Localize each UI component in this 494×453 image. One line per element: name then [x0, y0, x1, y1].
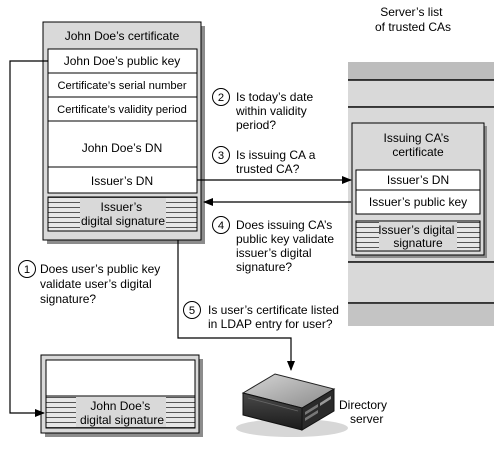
numbered-circle-icon [18, 260, 36, 278]
step-5-question: Is user’s certificate listed in LDAP ent… [208, 303, 342, 331]
issuing-ca-certificate: Issuing CA’s certificate Issuer’s DN Iss… [351, 122, 487, 258]
step-3: 3 Is issuing CA a trusted CA? [212, 146, 319, 176]
svg-text:4: 4 [218, 220, 224, 232]
numbered-circle-icon [183, 301, 201, 319]
user-signature: John Doe’s digital signature [80, 399, 164, 427]
certificate-title: John Doe’s certificate [65, 29, 180, 43]
step-1: 1 Does user’s public key validate user’s… [18, 260, 164, 306]
issuing-ca-title: Issuing CA’s certificate [384, 131, 453, 159]
connectors [9, 60, 352, 417]
issuing-ca-issuer-dn: Issuer’s DN [387, 173, 449, 187]
step-3-question: Is issuing CA a trusted CA? [236, 148, 319, 176]
issuing-ca-public-key: Issuer’s public key [369, 195, 467, 209]
field-issuer-dn: Issuer’s DN [91, 174, 153, 188]
arrow-public-key-to-signature [9, 60, 48, 417]
svg-text:3: 3 [218, 150, 224, 162]
user-certificate: John Doe’s certificate John Doe’s public… [42, 21, 205, 244]
svg-text:1: 1 [24, 264, 30, 276]
arrow-certificate-to-directory [177, 240, 295, 371]
field-dn: John Doe’s DN [82, 141, 162, 155]
trusted-list-title: Server’s list of trusted CAs [375, 5, 451, 34]
numbered-circle-icon [212, 88, 230, 106]
field-public-key: John Doe’s public key [64, 54, 181, 68]
step-1-question: Does user’s public key validate user’s d… [40, 262, 164, 306]
directory-server-icon [236, 373, 348, 437]
svg-text:2: 2 [218, 92, 224, 104]
step-2: 2 Is today’s date within validity period… [212, 88, 317, 132]
directory-server-label: Directory server [339, 398, 390, 426]
svg-text:5: 5 [189, 305, 195, 317]
field-issuer-signature: Issuer’s digital signature [81, 200, 165, 228]
step-4: 4 Does issuing CA’s public key validate … [212, 216, 337, 274]
step-5: 5 Is user’s certificate listed in LDAP e… [183, 301, 342, 331]
numbered-circle-icon [212, 146, 230, 164]
step-4-question: Does issuing CA’s public key validate is… [236, 218, 337, 274]
field-serial-number: Certificate’s serial number [57, 80, 186, 92]
signed-data: John Doe’s digital signature [40, 354, 203, 437]
issuing-ca-signature: Issuer’s digital signature [378, 223, 458, 250]
step-2-question: Is today’s date within validity period? [235, 90, 317, 132]
field-validity-period: Certificate’s validity period [57, 104, 187, 116]
numbered-circle-icon [212, 216, 230, 234]
